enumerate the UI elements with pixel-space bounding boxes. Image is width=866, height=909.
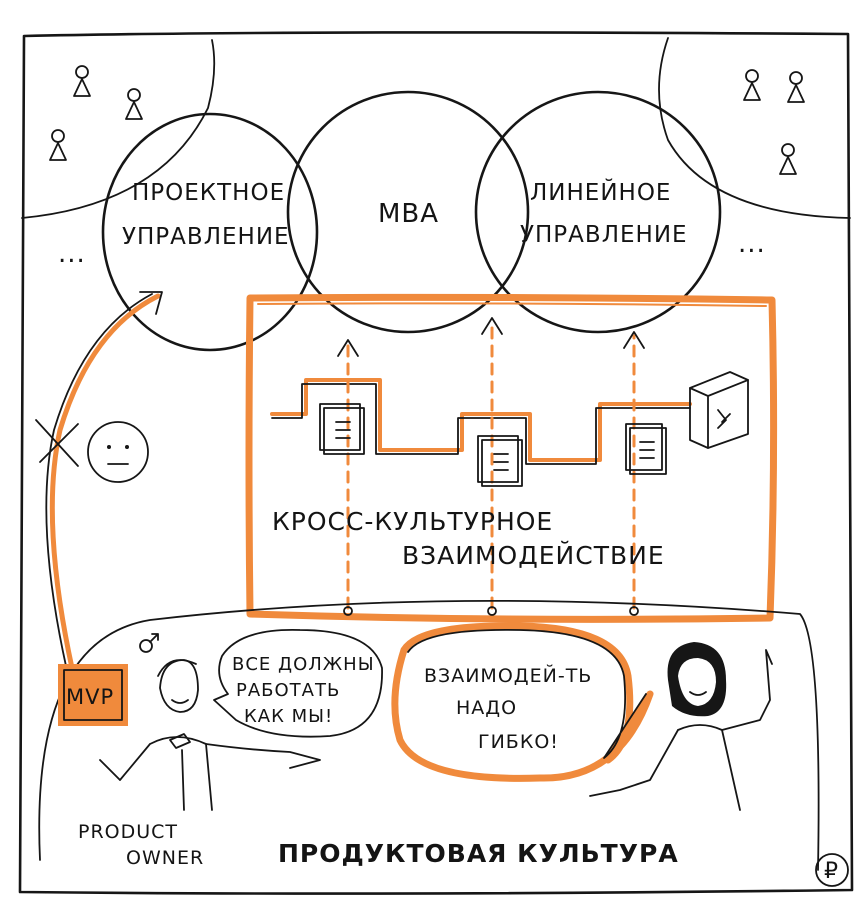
mvp-to-project-arrow xyxy=(49,293,161,671)
circle-left-label-line1: ПРОЕКТНОЕ xyxy=(132,180,285,206)
document-icon xyxy=(477,435,523,487)
speech-bubble-right xyxy=(391,622,654,782)
product-owner-line2: OWNER xyxy=(126,847,204,869)
cross-out-mark xyxy=(35,419,79,467)
right-ellipsis: ... xyxy=(738,229,766,259)
cross-culture-box-shadow xyxy=(257,302,767,307)
left-top-arc xyxy=(21,39,216,219)
person-icon xyxy=(73,65,91,97)
male-symbol-icon xyxy=(139,633,159,653)
footer-title: ПРОДУКТОВАЯ КУЛЬТУРА xyxy=(278,839,679,868)
mvp-box: MVP xyxy=(58,664,128,726)
bubble-right-line2: НАДО xyxy=(456,697,517,719)
speech-bubble-left xyxy=(213,629,383,738)
bubble-right-line1: ВЗАИМОДЕЙ-ТЬ xyxy=(424,664,592,687)
mvp-label: MVP xyxy=(66,685,114,709)
bubble-left-line1: ВСЕ ДОЛЖНЫ xyxy=(232,654,375,675)
circle-right-label-line1: ЛИНЕЙНОЕ xyxy=(530,178,671,206)
person-icon xyxy=(743,69,761,101)
circle-right-label-line2: УПРАВЛЕНИЕ xyxy=(520,222,688,248)
cross-culture-line1: КРОСС-КУЛЬТУРНОЕ xyxy=(272,507,553,536)
ruble-icon: ₽ xyxy=(815,853,849,887)
document-icon xyxy=(319,403,365,455)
bubble-right-line3: ГИБКО! xyxy=(478,731,559,753)
culture-step-line xyxy=(270,378,692,462)
sad-face-icon xyxy=(87,421,149,483)
circle-center-label: MBA xyxy=(378,199,439,229)
ruble-sign: ₽ xyxy=(824,859,838,884)
person-icon xyxy=(125,88,143,120)
person-icon xyxy=(49,129,67,161)
right-top-arc xyxy=(658,37,851,219)
mvp-arrow-ink xyxy=(45,293,153,667)
circle-project-management xyxy=(101,112,319,352)
bubble-left-line2: РАБОТАТЬ xyxy=(236,680,340,701)
people-group-right xyxy=(743,69,805,175)
circle-mba xyxy=(286,90,530,334)
woman-figure xyxy=(589,642,773,811)
people-group-left xyxy=(49,65,143,161)
product-owner-figure xyxy=(99,659,321,811)
outer-frame xyxy=(18,31,854,895)
person-icon xyxy=(787,71,805,103)
circle-left-label-line2: УПРАВЛЕНИЕ xyxy=(122,224,290,250)
product-owner-line1: PRODUCT xyxy=(78,821,178,843)
person-icon xyxy=(779,143,797,175)
book-icon xyxy=(689,371,749,449)
left-ellipsis: ... xyxy=(58,239,86,269)
mvp-arrow-head xyxy=(139,291,163,315)
circle-line-management xyxy=(474,90,722,334)
document-icon xyxy=(625,423,667,475)
bubble-left-line3: КАК МЫ! xyxy=(244,706,333,727)
speech-bubble-right-ink xyxy=(407,628,647,759)
dashed-arrows xyxy=(337,317,645,616)
cross-culture-line2: ВЗАИМОДЕЙСТВИЕ xyxy=(402,541,665,570)
culture-step-line-ink xyxy=(271,383,691,465)
cross-culture-box xyxy=(245,293,778,623)
